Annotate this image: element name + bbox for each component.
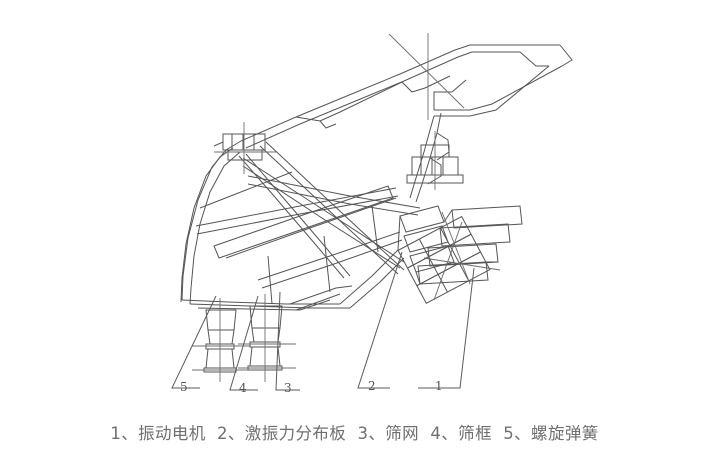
callout-number-4: 4 xyxy=(239,381,247,395)
machine-body-outline xyxy=(180,44,573,309)
vibration-motor-right xyxy=(406,131,464,190)
figure-caption: 1、振动电机 2、激振力分布板 3、筛网 4、筛框 5、螺旋弹簧 xyxy=(110,424,599,443)
screen-mesh-panels xyxy=(397,205,523,305)
callout-number-3: 3 xyxy=(284,381,292,395)
spring-base-plate xyxy=(197,285,353,311)
callout-number-1: 1 xyxy=(435,379,443,393)
callout-numbers: 5 4 3 2 1 xyxy=(180,379,443,395)
callout-number-2: 2 xyxy=(368,379,376,393)
callout-number-5: 5 xyxy=(180,380,188,394)
callout-leaders xyxy=(171,251,475,391)
motor-axis-centerline xyxy=(388,33,465,120)
helical-spring-left-front xyxy=(192,298,250,382)
screen-frame-bracing xyxy=(195,141,421,305)
vibration-motor-left xyxy=(213,122,276,174)
